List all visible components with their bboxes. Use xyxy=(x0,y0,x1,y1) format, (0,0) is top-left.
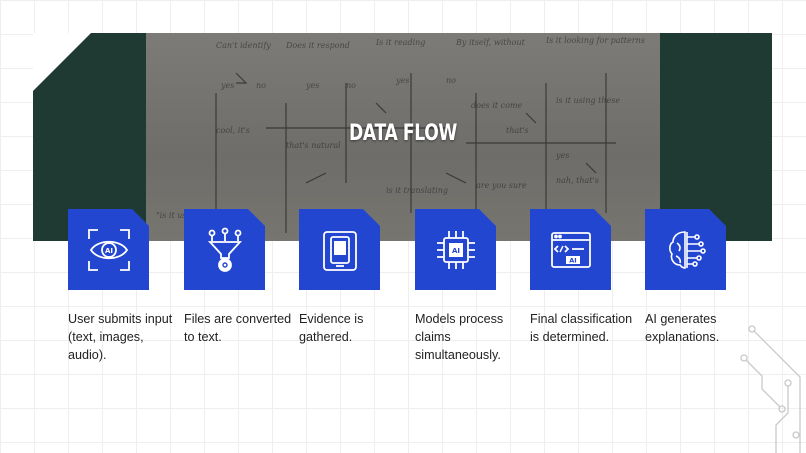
ai-brain-icon xyxy=(668,230,706,269)
step-6-caption: AI generates explanations. xyxy=(645,312,720,344)
svg-text:yes: yes xyxy=(395,76,409,85)
svg-text:AI: AI xyxy=(104,247,112,255)
svg-text:yes: yes xyxy=(305,81,319,90)
whiteboard-photo: Can't identify Does it respond Is it read… xyxy=(146,33,660,241)
svg-text:AI: AI xyxy=(569,256,576,264)
svg-text:yes: yes xyxy=(220,81,234,90)
svg-text:no: no xyxy=(256,81,266,90)
flow-step-4: AI Models process claims simultaneously. xyxy=(415,209,503,364)
flow-step-6: AI generates explanations. xyxy=(645,209,726,346)
svg-text:Is it looking for patterns: Is it looking for patterns xyxy=(545,36,645,45)
svg-text:nah, that's: nah, that's xyxy=(556,176,599,185)
svg-text:does it come: does it come xyxy=(471,101,523,110)
phone-document-icon xyxy=(322,230,357,271)
svg-text:is it using these: is it using these xyxy=(556,96,620,105)
code-window-icon: AI xyxy=(550,231,591,268)
page-title: DATA FLOW xyxy=(349,121,457,146)
ai-chip-icon: AI xyxy=(436,230,475,269)
svg-text:yes: yes xyxy=(555,151,569,160)
step-5-tile: AI xyxy=(530,209,611,290)
svg-text:"is it using": "is it using" xyxy=(156,211,203,220)
svg-text:Is it reading: Is it reading xyxy=(375,38,425,47)
step-6-tile xyxy=(645,209,726,290)
flow-step-5: AI Final classification is determined. xyxy=(530,209,632,346)
step-4-tile: AI xyxy=(415,209,496,290)
svg-text:that's: that's xyxy=(506,126,529,135)
step-3-tile xyxy=(299,209,380,290)
step-5-caption: Final classification is determined. xyxy=(530,312,633,344)
step-1-tile: AI xyxy=(68,209,149,290)
svg-text:no: no xyxy=(346,81,356,90)
svg-text:is it translating: is it translating xyxy=(386,186,448,195)
ai-eye-icon: AI xyxy=(87,228,130,271)
svg-text:no: no xyxy=(446,76,456,85)
step-1-caption: User submits input (text, images, audio)… xyxy=(68,312,173,362)
svg-text:Can't identify: Can't identify xyxy=(216,41,271,50)
flow-step-2: Files are converted to text. xyxy=(184,209,291,346)
svg-text:By itself, without: By itself, without xyxy=(455,38,526,47)
flow-step-1: AI User submits input (text, images, aud… xyxy=(68,209,172,364)
svg-text:Does it respond: Does it respond xyxy=(285,41,350,50)
step-2-tile xyxy=(184,209,265,290)
header-banner: Can't identify Does it respond Is it read… xyxy=(33,33,772,241)
banner-corner-cut xyxy=(33,33,91,91)
svg-text:that's natural: that's natural xyxy=(286,141,341,150)
step-4-caption: Models process claims simultaneously. xyxy=(415,312,504,362)
file-funnel-icon xyxy=(207,227,242,272)
circuit-decoration xyxy=(740,325,801,453)
svg-text:AI: AI xyxy=(451,247,459,255)
svg-text:are you sure: are you sure xyxy=(476,181,527,190)
flow-step-3: Evidence is gathered. xyxy=(299,209,380,346)
step-3-caption: Evidence is gathered. xyxy=(299,312,364,344)
svg-text:cool, it's: cool, it's xyxy=(216,126,250,135)
step-2-caption: Files are converted to text. xyxy=(184,312,292,344)
